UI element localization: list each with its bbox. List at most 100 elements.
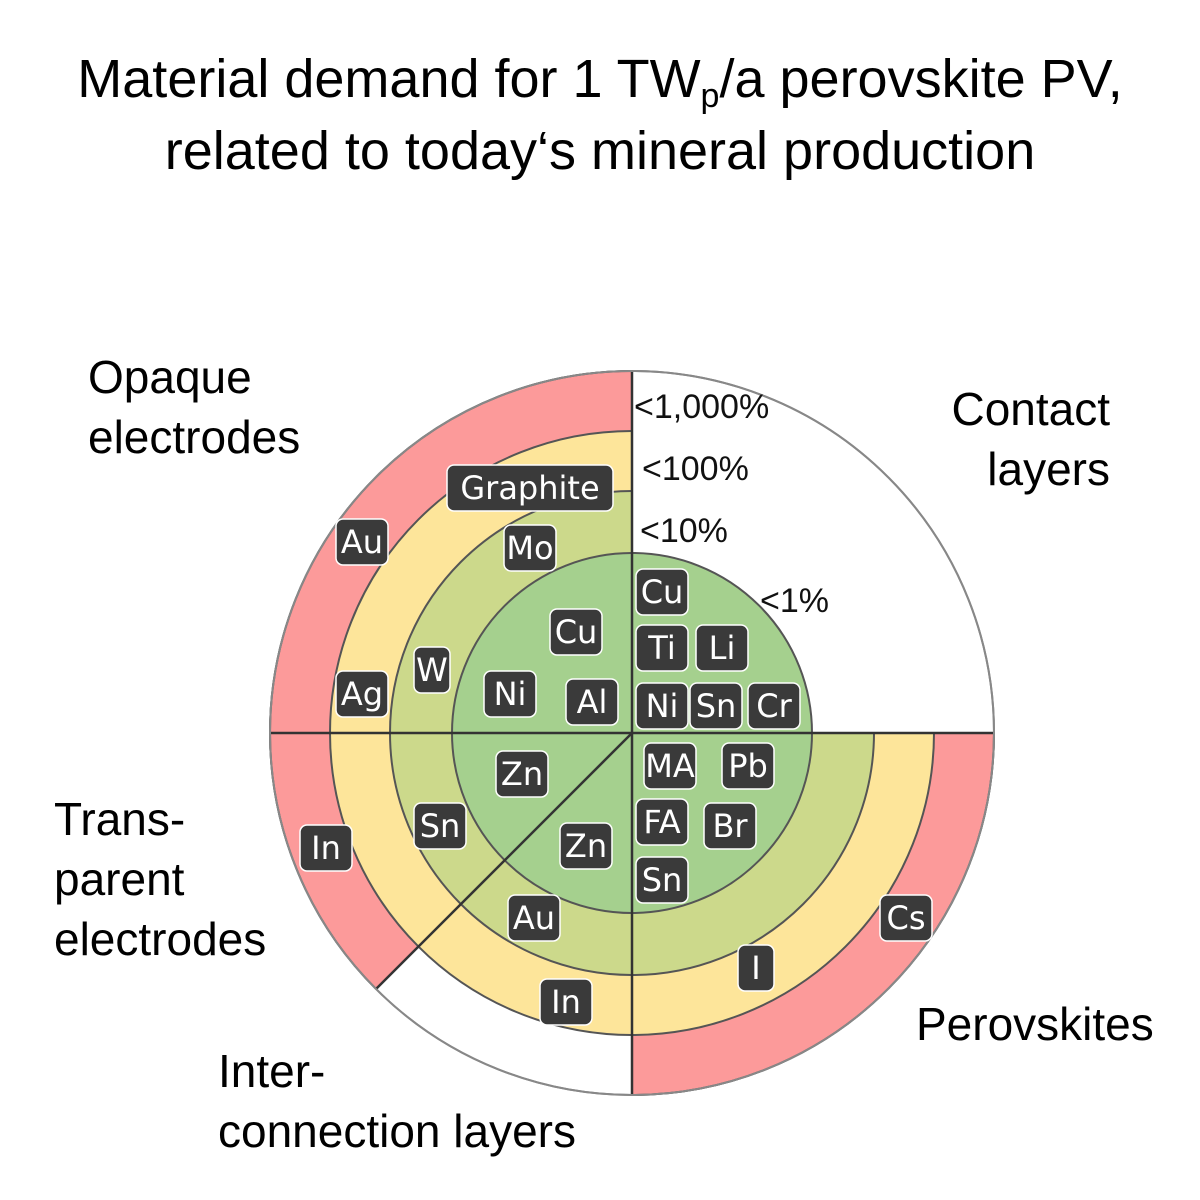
chip-label: Br <box>712 807 748 845</box>
chip-label: Graphite <box>460 469 599 507</box>
chip-label: Ni <box>646 687 679 725</box>
chip-perovskites-cs: Cs <box>879 894 933 942</box>
sector-transparent-ring-2 <box>330 733 461 947</box>
level-label-1: <10% <box>640 512 728 550</box>
chip-label: MA <box>645 747 695 785</box>
chip-background <box>413 646 451 694</box>
chip-label: Cr <box>756 687 792 725</box>
chip-background <box>299 824 353 872</box>
chip-interconnection-in: In <box>539 978 593 1026</box>
chip-label: Pb <box>728 747 768 785</box>
ring-arc-transparent-2 <box>329 732 420 948</box>
chip-label: W <box>416 651 448 689</box>
chip-label: Sn <box>696 687 737 725</box>
ring-arc-perovskites-1 <box>631 732 875 976</box>
chip-label: Cu <box>555 613 598 651</box>
level-labels: <1% <10% <100% <1,000% <box>634 388 829 620</box>
chip-background <box>635 682 689 730</box>
level-label-0: <1% <box>760 582 829 620</box>
chip-background <box>695 624 749 672</box>
chip-perovskites-ma: MA <box>643 742 697 790</box>
chip-opaque-ag: Ag <box>335 670 389 718</box>
chip-label: Cs <box>886 899 925 937</box>
chip-opaque-graphite: Graphite <box>446 464 614 512</box>
chip-background <box>747 682 801 730</box>
chip-background <box>703 802 757 850</box>
chip-background <box>635 798 689 846</box>
sector-perovskites-ring-1 <box>632 733 874 975</box>
chip-label: Li <box>709 629 736 667</box>
chip-label: Al <box>577 683 608 721</box>
ring-arc-opaque-0 <box>451 552 633 734</box>
chip-background <box>635 568 689 616</box>
level-label-3: <1,000% <box>634 388 769 426</box>
chip-background <box>689 682 743 730</box>
chip-perovskites-fa: FA <box>635 798 689 846</box>
category-label-interconnection-layers: Inter-connection layers <box>218 1045 576 1157</box>
sector-dividers <box>269 370 995 1096</box>
sector-perovskites-ring-2 <box>632 733 934 1035</box>
chip-background <box>737 944 775 992</box>
ring-arc-interconnection-2 <box>417 945 633 1036</box>
chip-transparent-zn: Zn <box>495 750 549 798</box>
chip-background <box>335 518 389 566</box>
chip-opaque-au: Au <box>335 518 389 566</box>
chip-background <box>507 894 561 942</box>
chip-background <box>539 978 593 1026</box>
chip-label: I <box>751 949 760 987</box>
chip-background <box>635 624 689 672</box>
chip-background <box>483 670 537 718</box>
chip-transparent-sn: Sn <box>413 802 467 850</box>
chip-label: Ag <box>341 675 383 713</box>
chip-label: In <box>311 829 341 867</box>
outer-circle-outline <box>269 370 995 1096</box>
chip-background <box>565 678 619 726</box>
chip-label: Zn <box>501 755 543 793</box>
chip-opaque-al: Al <box>565 678 619 726</box>
chip-perovskites-sn: Sn <box>635 856 689 904</box>
divider-line-225 <box>375 732 633 990</box>
chip-label: In <box>551 983 581 1021</box>
chip-background <box>879 894 933 942</box>
chip-label: Sn <box>420 807 461 845</box>
chip-label: Mo <box>506 529 553 567</box>
chip-background <box>721 742 775 790</box>
ring-arc-interconnection-1 <box>460 903 633 976</box>
chip-background <box>446 464 614 512</box>
chip-background <box>549 608 603 656</box>
ring-arc-transparent-1 <box>389 732 462 905</box>
chip-background <box>643 742 697 790</box>
chip-contact-ni: Ni <box>635 682 689 730</box>
chip-interconnection-zn: Zn <box>559 822 613 870</box>
chip-label: Ni <box>494 675 527 713</box>
chip-interconnection-au: Au <box>507 894 561 942</box>
level-label-2: <100% <box>642 450 749 488</box>
chip-contact-ti: Ti <box>635 624 689 672</box>
chip-perovskites-br: Br <box>703 802 757 850</box>
chart-title-line-1: Material demand for 1 TWp/a perovskite P… <box>77 49 1123 115</box>
chip-label: Ti <box>647 629 675 667</box>
chip-background <box>635 856 689 904</box>
chip-label: Cu <box>641 573 684 611</box>
ring-arc-contact-0 <box>631 552 813 734</box>
chip-contact-cr: Cr <box>747 682 801 730</box>
chip-label: Sn <box>642 861 683 899</box>
ring-arc-opaque-2 <box>329 430 633 734</box>
chip-background <box>413 802 467 850</box>
chip-opaque-mo: Mo <box>503 524 557 572</box>
chip-background <box>495 750 549 798</box>
chip-transparent-in: In <box>299 824 353 872</box>
chip-label: Zn <box>565 827 607 865</box>
chip-perovskites-i: I <box>737 944 775 992</box>
chip-label: Au <box>513 899 555 937</box>
chip-opaque-w: W <box>413 646 451 694</box>
chip-opaque-cu: Cu <box>549 608 603 656</box>
ring-arc-perovskites-0 <box>631 732 813 914</box>
ring-arc-interconnection-0 <box>504 859 633 914</box>
chip-background <box>503 524 557 572</box>
chip-contact-sn: Sn <box>689 682 743 730</box>
